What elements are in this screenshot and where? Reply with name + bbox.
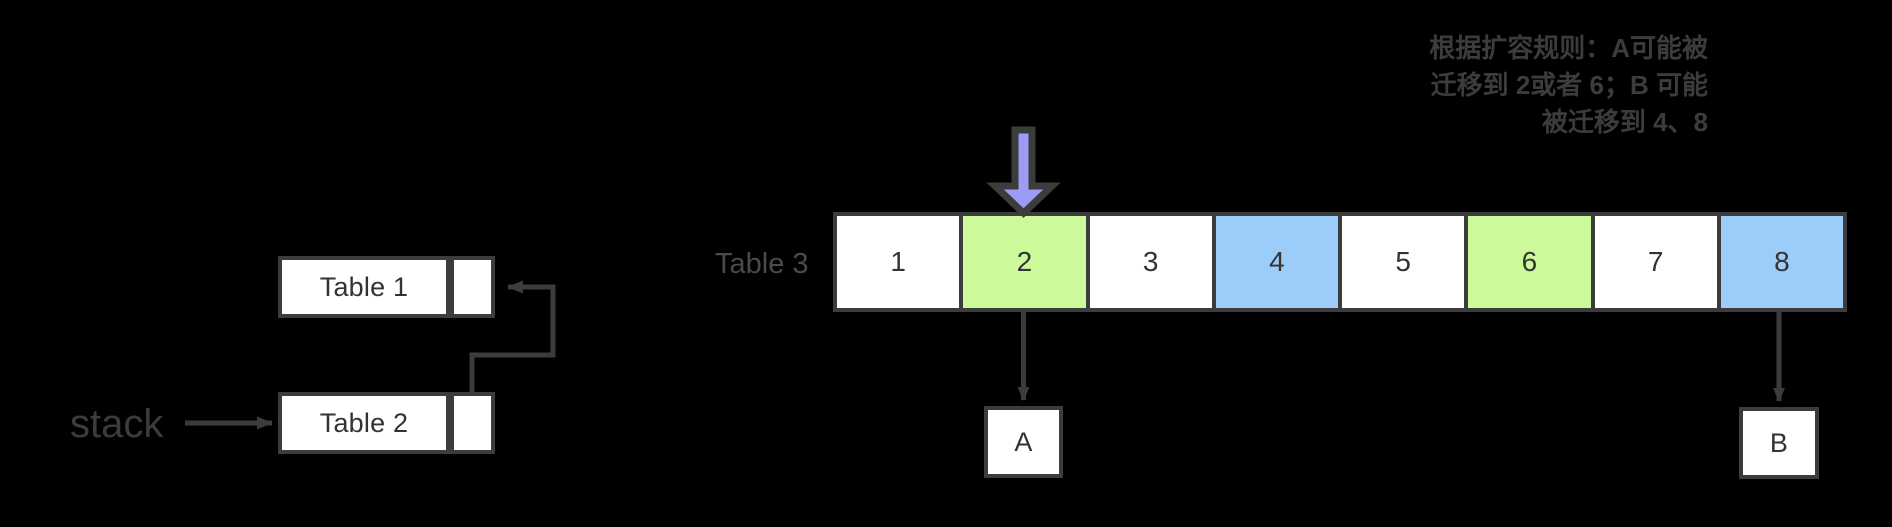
stack-node-table-1-label: Table 1 [319, 271, 409, 302]
migrate-node-b[interactable]: B [1739, 407, 1819, 479]
table3-cell-4-value: 4 [1269, 246, 1285, 277]
stack-label: stack [70, 402, 164, 446]
stack-node-table-1-pointer-cell[interactable] [450, 256, 495, 318]
migrate-node-a-label: A [1014, 426, 1033, 457]
table3-cell-6-value: 6 [1521, 246, 1538, 277]
table3-cell-7-value: 7 [1647, 246, 1664, 277]
table3-cell-8[interactable]: 8 [1720, 216, 1843, 308]
table3-strip: 1 2 3 4 5 6 7 8 [833, 212, 1847, 312]
migrate-node-b-label: B [1769, 427, 1789, 458]
table3-cell-4[interactable]: 4 [1215, 216, 1342, 308]
stack-node-table-1[interactable]: Table 1 [278, 256, 450, 318]
annotation-note: 根据扩容规则：A可能被 迁移到 2或者 6；B 可能 被迁移到 4、8 [1429, 33, 1708, 137]
table3-cell-3[interactable]: 3 [1089, 216, 1216, 308]
stack-node-table-2-label: Table 2 [319, 407, 409, 438]
migrate-node-a[interactable]: A [984, 406, 1063, 478]
table3-cell-8-value: 8 [1774, 246, 1790, 277]
table3-cell-2-value: 2 [1016, 246, 1033, 277]
table3-cell-7[interactable]: 7 [1594, 216, 1721, 308]
table3-label: Table 3 [715, 248, 809, 280]
table3-cell-6[interactable]: 6 [1468, 216, 1595, 308]
table3-cell-1-value: 1 [890, 246, 906, 277]
table3-cell-5[interactable]: 5 [1342, 216, 1469, 308]
table3-cell-2[interactable]: 2 [963, 216, 1090, 308]
table3-cell-5-value: 5 [1395, 246, 1411, 277]
stack-node-table-2-pointer-cell[interactable] [450, 392, 495, 454]
stack-node-table-2[interactable]: Table 2 [278, 392, 450, 454]
down-arrow-purple-icon [986, 126, 1061, 218]
table3-cell-3-value: 3 [1142, 246, 1159, 277]
table3-cell-1[interactable]: 1 [837, 216, 964, 308]
